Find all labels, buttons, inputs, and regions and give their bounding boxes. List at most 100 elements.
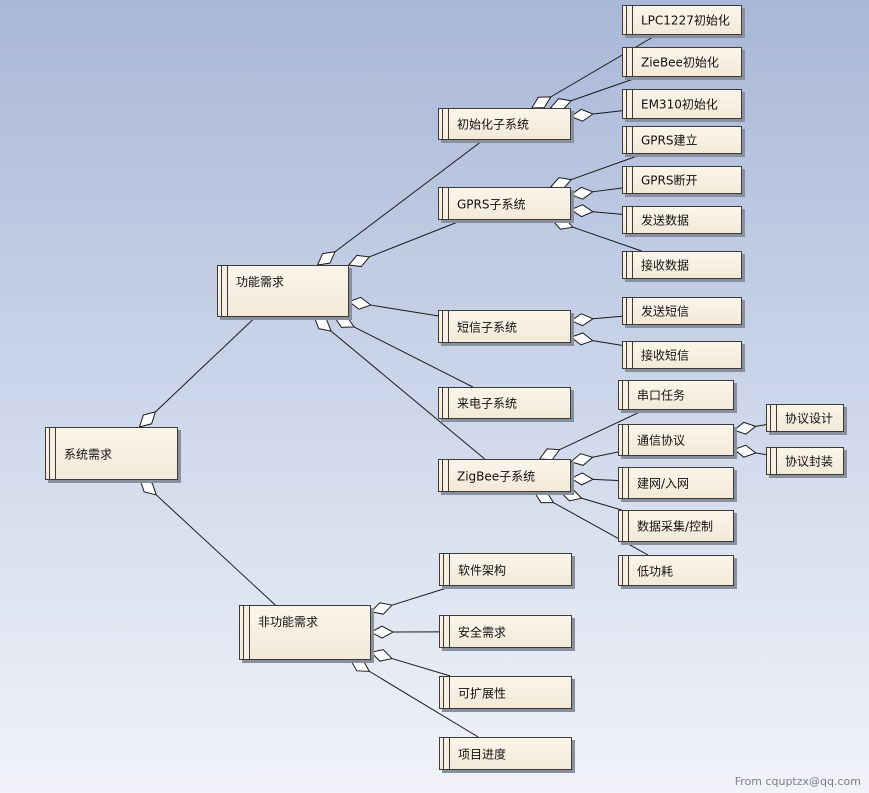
aggregation-diamond-icon <box>569 108 594 122</box>
node-gprs[interactable]: GPRS子系统 <box>438 187 571 220</box>
node-label: ZigBee子系统 <box>457 469 536 483</box>
node-stripe <box>49 428 56 479</box>
node-stripe <box>442 188 449 219</box>
node-recv_data[interactable]: 接收数据 <box>622 251 742 279</box>
node-gprs_est[interactable]: GPRS建立 <box>622 126 742 154</box>
node-label: 可扩展性 <box>458 686 507 700</box>
edge-func-call <box>353 326 474 388</box>
node-label: 功能需求 <box>236 275 285 289</box>
node-stripe <box>442 460 449 491</box>
edge-nonfunc-scalable <box>391 658 451 677</box>
node-gprs_dis[interactable]: GPRS断开 <box>622 166 742 194</box>
node-root[interactable]: 系统需求 <box>45 427 178 480</box>
node-label: 来电子系统 <box>457 396 518 411</box>
node-stripe <box>626 90 633 118</box>
node-stripe <box>622 468 629 498</box>
node-proto_design[interactable]: 协议设计 <box>766 404 844 432</box>
node-stripe <box>622 381 629 409</box>
node-net[interactable]: 建网/入网 <box>618 467 734 499</box>
aggregation-diamond-icon <box>349 659 371 672</box>
node-label: 协议封装 <box>785 454 834 469</box>
node-serial[interactable]: 串口任务 <box>618 380 734 410</box>
node-stripe <box>626 252 633 278</box>
node-label: 项目进度 <box>458 747 507 761</box>
node-proto_pack[interactable]: 协议封装 <box>766 447 844 475</box>
node-label: 非功能需求 <box>258 615 319 629</box>
node-label: GPRS断开 <box>641 173 698 188</box>
aggregation-diamond-icon <box>569 453 594 466</box>
edge-init-ziebee <box>570 76 640 102</box>
node-func[interactable]: 功能需求 <box>217 265 349 317</box>
node-comm[interactable]: 通信协议 <box>618 424 734 456</box>
aggregation-diamond-icon <box>369 649 394 662</box>
connectors <box>138 34 767 738</box>
edge-func-init <box>334 139 484 253</box>
aggregation-diamond-icon <box>316 251 336 266</box>
node-progress[interactable]: 项目进度 <box>439 737 572 770</box>
node-sms[interactable]: 短信子系统 <box>438 310 571 343</box>
aggregation-diamond-icon <box>333 316 355 328</box>
edge-gprs-send_data <box>592 211 623 215</box>
edge-root-nonfunc <box>155 494 276 606</box>
node-stripe <box>221 266 228 316</box>
node-stripe <box>622 425 629 455</box>
edge-root-func <box>155 316 256 413</box>
node-security[interactable]: 安全需求 <box>439 615 572 648</box>
aggregation-diamond-icon <box>569 204 594 218</box>
node-label: GPRS子系统 <box>457 197 526 211</box>
node-nonfunc[interactable]: 非功能需求 <box>239 605 371 660</box>
node-label: 接收数据 <box>641 258 690 273</box>
edge-comm-proto_pack <box>755 452 767 456</box>
edge-comm-proto_design <box>755 424 767 427</box>
node-stripe <box>626 167 633 193</box>
node-lpc[interactable]: LPC1227初始化 <box>622 5 742 35</box>
node-collect[interactable]: 数据采集/控制 <box>618 510 734 542</box>
node-label: LPC1227初始化 <box>641 13 730 28</box>
node-stripe <box>243 606 250 659</box>
node-label: 软件架构 <box>458 563 507 577</box>
node-label: 接收短信 <box>641 348 690 363</box>
edge-zigbee-collect <box>581 497 622 511</box>
node-stripe <box>626 207 633 233</box>
node-label: GPRS建立 <box>641 133 698 148</box>
node-label: 协议设计 <box>785 411 834 426</box>
node-stripe <box>626 6 633 34</box>
edge-nonfunc-sw_arch <box>391 585 454 606</box>
node-send_sms[interactable]: 发送短信 <box>622 297 742 325</box>
node-stripe <box>443 677 450 708</box>
edge-sms-send_sms <box>592 315 623 320</box>
node-zigbee[interactable]: ZigBee子系统 <box>438 459 571 492</box>
edge-gprs-gprs_dis <box>592 187 623 193</box>
node-label: 初始化子系统 <box>457 117 530 132</box>
aggregation-diamond-icon <box>732 444 757 458</box>
edge-func-sms <box>370 304 439 317</box>
node-stripe <box>626 48 633 76</box>
node-scalable[interactable]: 可扩展性 <box>439 676 572 709</box>
node-call[interactable]: 来电子系统 <box>438 387 571 419</box>
node-label: 发送数据 <box>641 213 690 228</box>
edge-zigbee-net <box>592 478 619 481</box>
node-sw_arch[interactable]: 软件架构 <box>439 553 572 586</box>
edge-nonfunc-progress <box>369 670 479 738</box>
node-em310[interactable]: EM310初始化 <box>622 89 742 119</box>
node-label: 安全需求 <box>458 625 507 639</box>
aggregation-diamond-icon <box>347 296 372 310</box>
node-ziebee[interactable]: ZieBee初始化 <box>622 47 742 77</box>
node-stripe <box>626 342 633 368</box>
node-init[interactable]: 初始化子系统 <box>438 108 571 140</box>
node-label: 建网/入网 <box>637 476 690 491</box>
watermark: From cquptzx@qq.com <box>734 775 861 788</box>
node-label: 低功耗 <box>637 564 674 578</box>
aggregation-diamond-icon <box>313 316 332 332</box>
node-send_data[interactable]: 发送数据 <box>622 206 742 234</box>
edge-func-gprs <box>369 219 463 258</box>
edge-gprs-recv_data <box>572 226 642 252</box>
aggregation-diamond-icon <box>138 411 157 428</box>
node-recv_sms[interactable]: 接收短信 <box>622 341 742 369</box>
aggregation-diamond-icon <box>569 186 594 200</box>
node-stripe <box>443 738 450 769</box>
node-lowpower[interactable]: 低功耗 <box>618 555 734 586</box>
node-stripe <box>442 109 449 139</box>
aggregation-diamond-icon <box>530 96 552 109</box>
